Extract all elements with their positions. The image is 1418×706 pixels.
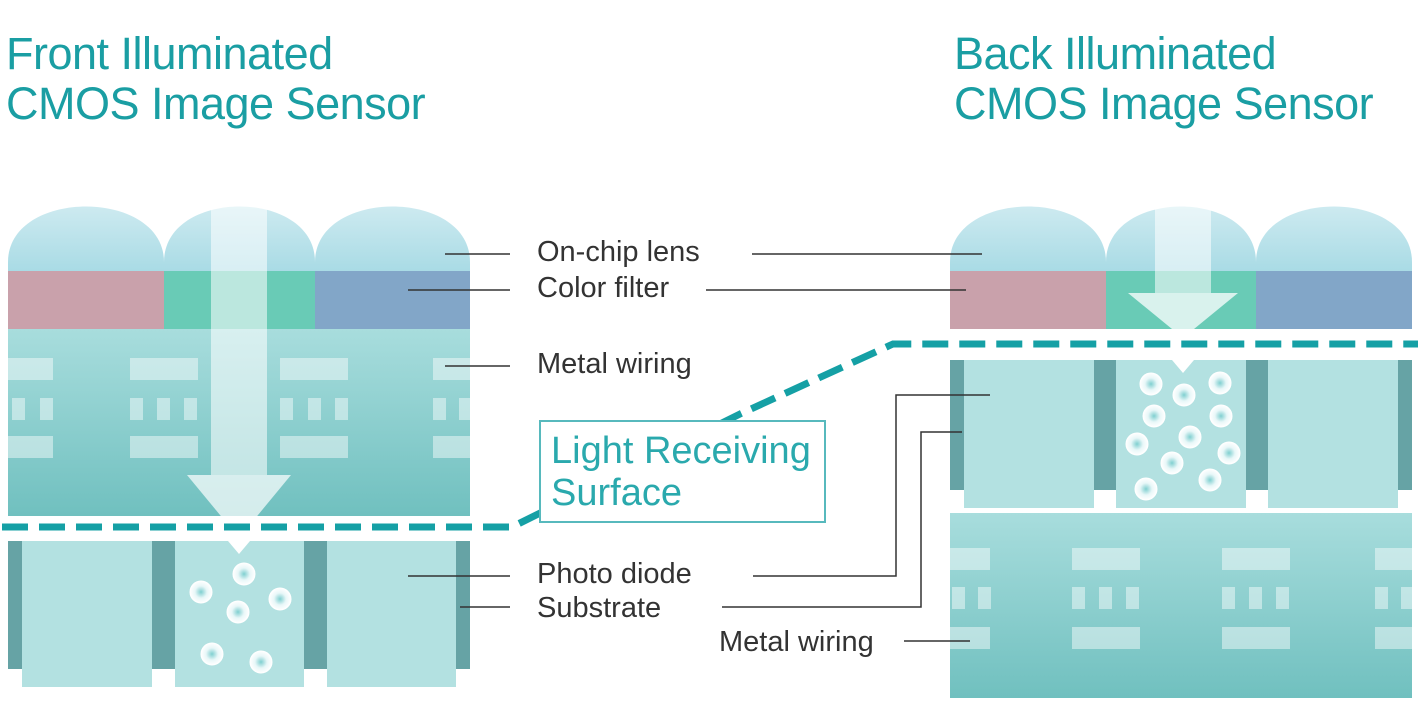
light-receiving-surface-line (2, 340, 1418, 531)
back-photodiode-notch (1172, 360, 1194, 373)
front-metal-wiring-label: Metal wiring (537, 348, 692, 380)
front-light-arrow (187, 197, 291, 538)
front-sensor (8, 197, 470, 687)
substrate-label: Substrate (537, 592, 662, 624)
front-title: Front Illuminated CMOS Image Sensor (6, 28, 426, 129)
back-sensor (950, 197, 1412, 698)
back-electron-dots (1125, 371, 1241, 501)
back-title-line2: CMOS Image Sensor (954, 78, 1374, 129)
back-metal-wiring-label: Metal wiring (719, 626, 874, 658)
light-receiving-surface-callout: Light Receiving Surface (539, 420, 826, 523)
front-lens-row (8, 206, 470, 271)
on-chip-lens-label: On-chip lens (537, 236, 700, 268)
color-filter-label: Color filter (537, 272, 670, 304)
front-electron-dots (189, 562, 292, 674)
back-title-line1: Back Illuminated (954, 28, 1277, 79)
front-photodiode-notch (228, 541, 250, 554)
front-wiring-traces (8, 358, 470, 458)
callout-line1: Light Receiving (551, 430, 811, 472)
back-wiring-traces (950, 548, 1412, 649)
back-photodiode-row (950, 360, 1412, 508)
back-light-arrow (1128, 197, 1238, 338)
leader-lines (408, 253, 990, 642)
callout-line2: Surface (551, 472, 682, 514)
front-title-line1: Front Illuminated (6, 28, 333, 79)
back-metal-wiring-block (950, 513, 1412, 698)
photo-diode-label: Photo diode (537, 558, 692, 590)
back-title: Back Illuminated CMOS Image Sensor (954, 28, 1374, 129)
front-title-line2: CMOS Image Sensor (6, 78, 426, 129)
